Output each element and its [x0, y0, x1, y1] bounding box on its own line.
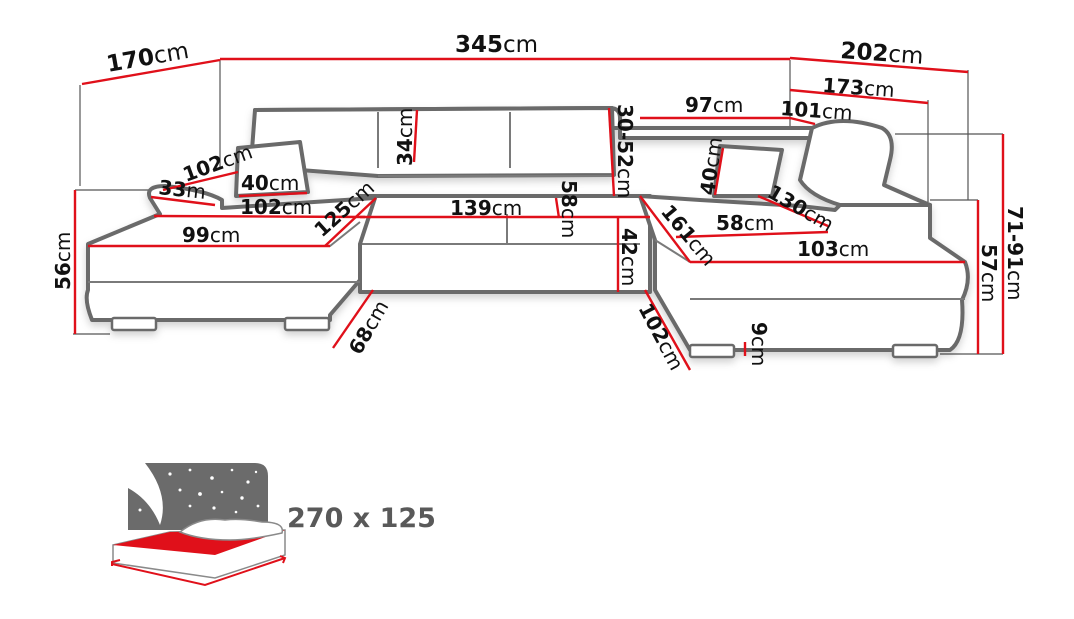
- dim-left-depth-68: 68cm: [344, 296, 394, 359]
- dim-left-height-56: 56cm: [51, 232, 75, 290]
- dim-right-depth: 202cm: [840, 38, 925, 70]
- backrest-upper: [250, 106, 616, 178]
- leg: [891, 343, 939, 359]
- dim-seat-height-42: 42cm: [617, 228, 641, 286]
- left-cushion: [234, 140, 310, 198]
- leg: [688, 343, 736, 359]
- leg: [110, 316, 158, 332]
- dim-right-103: 103cm: [797, 237, 869, 261]
- dim-back-97: 97cm: [685, 93, 743, 117]
- stars-icon: [138, 468, 260, 514]
- dim-middle-139: 139cm: [450, 196, 522, 220]
- dim-right-173: 173cm: [822, 73, 896, 102]
- dim-backrest-34: 34cm: [393, 108, 417, 166]
- extension-lines: [73, 60, 1003, 355]
- dim-right-height-57: 57cm: [977, 244, 1001, 302]
- dim-total-width: 345cm: [455, 32, 538, 58]
- dim-total-height: 71-91cm: [1003, 206, 1027, 300]
- dim-right-seat-58: 58cm: [716, 211, 774, 235]
- dim-chaise-99: 99cm: [182, 223, 240, 247]
- dimension-lines: [73, 56, 1005, 371]
- left-chaise: [84, 184, 377, 322]
- dim-cushion-40-right: 40cm: [695, 136, 727, 197]
- dim-headrest-30-52: 30-52cm: [613, 104, 637, 198]
- dim-armrest-33: 33m: [157, 175, 207, 204]
- bed-size-label: 270 x 125: [287, 503, 436, 534]
- dim-seat-102-left: 102cm: [240, 195, 312, 219]
- right-cushion: [712, 144, 784, 198]
- bed-with-starry-night-icon: 270 x 125: [111, 463, 436, 587]
- dim-right-101: 101cm: [780, 96, 854, 125]
- dim-leg-9: 9cm: [747, 322, 771, 366]
- leg: [283, 316, 331, 332]
- right-headrest: [798, 119, 932, 207]
- dim-seat-depth-58: 58cm: [557, 180, 581, 238]
- dim-cushion-40-left: 40cm: [241, 171, 299, 195]
